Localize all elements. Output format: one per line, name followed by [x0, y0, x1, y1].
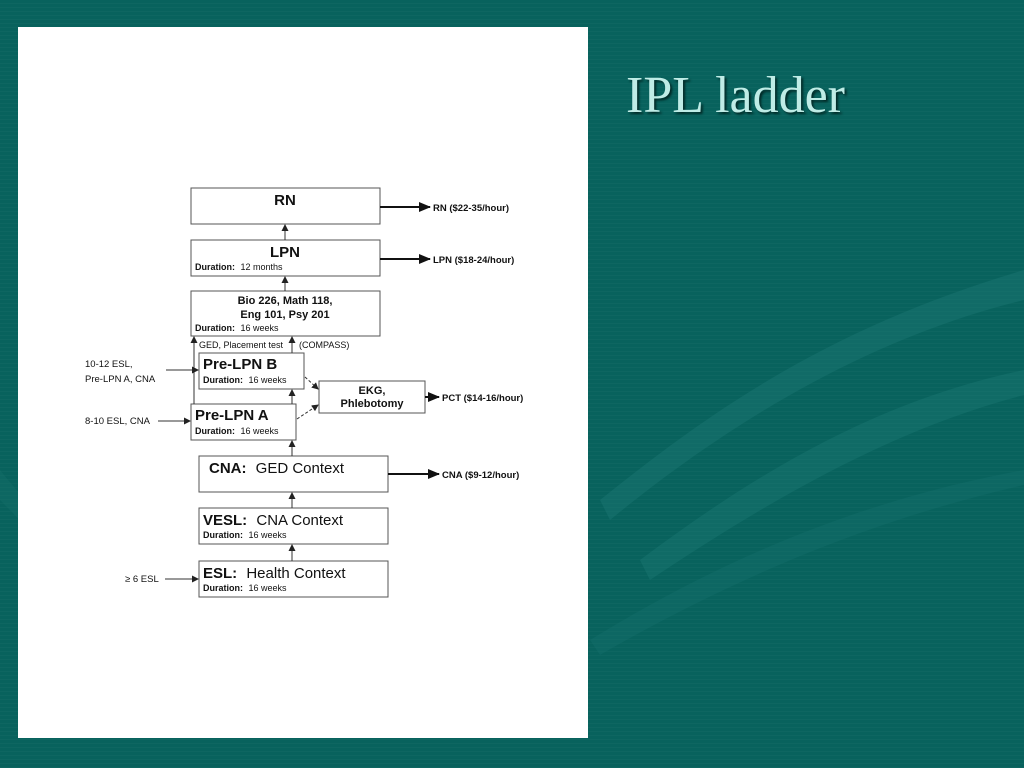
- vesl-duration-value: 16 weeks: [249, 530, 288, 540]
- esl-duration-value: 16 weeks: [249, 583, 288, 593]
- svg-text:VESL: CNA Context: VESL: CNA Context: [203, 512, 344, 529]
- vesl-box: VESL: CNA Context Duration: 16 weeks: [198, 507, 389, 545]
- outcome-cna: CNA ($9-12/hour): [442, 470, 519, 481]
- esl-title-rest: Health Context: [246, 565, 346, 582]
- pre-lpn-b-box: Pre-LPN B Duration: 16 weeks: [198, 352, 305, 390]
- esl-box: ESL: Health Context Duration: 16 weeks: [198, 560, 389, 598]
- outcome-pct: PCT ($14-16/hour): [442, 393, 523, 404]
- entry-pre-lpn-b-line1: 10-12 ESL,: [85, 359, 133, 370]
- pre-lpn-b-duration-label: Duration:: [203, 375, 243, 385]
- pre-lpn-a-title: Pre-LPN A: [195, 407, 269, 424]
- pre-lpn-a-duration-value: 16 weeks: [241, 426, 280, 436]
- svg-text:Duration: 16 weeks: Duration: 16 weeks: [203, 375, 287, 385]
- entry-esl: ≥ 6 ESL: [125, 574, 159, 585]
- esl-duration-label: Duration:: [203, 583, 243, 593]
- slide-title: IPL ladder: [626, 67, 845, 124]
- ekg-dashed-arrows: [296, 376, 319, 420]
- cna-title-bold: CNA:: [209, 460, 247, 477]
- prereq-duration-label: Duration:: [195, 323, 235, 333]
- rn-box-title: RN: [274, 192, 296, 209]
- ipl-ladder-diagram: RN LPN Duration: 12 months Bio 226, Math…: [85, 187, 523, 598]
- entry-points: 10-12 ESL, Pre-LPN A, CNA 8-10 ESL, CNA …: [85, 359, 199, 585]
- svg-text:Duration: 12 months: Duration: 12 months: [195, 262, 283, 272]
- pre-lpn-b-duration-value: 16 weeks: [249, 375, 288, 385]
- prerequisite-courses-box: Bio 226, Math 118, Eng 101, Psy 201 Dura…: [190, 290, 381, 337]
- svg-text:Duration: 16 weeks: Duration: 16 weeks: [203, 530, 287, 540]
- vesl-title-bold: VESL:: [203, 512, 247, 529]
- pre-lpn-b-title: Pre-LPN B: [203, 356, 277, 373]
- svg-text:ESL: Health Context: ESL: Health Context: [203, 565, 346, 582]
- entry-pre-lpn-a: 8-10 ESL, CNA: [85, 416, 151, 427]
- diagram-panel: RN LPN Duration: 12 months Bio 226, Math…: [18, 27, 588, 738]
- pre-lpn-a-duration-label: Duration:: [195, 426, 235, 436]
- cna-box: CNA: GED Context: [198, 455, 389, 493]
- lpn-box-title: LPN: [270, 244, 300, 261]
- outcome-lpn: LPN ($18-24/hour): [433, 255, 514, 266]
- pre-lpn-a-box: Pre-LPN A Duration: 16 weeks: [190, 403, 297, 441]
- prerequisite-courses-line2: Eng 101, Psy 201: [240, 309, 329, 321]
- vesl-duration-label: Duration:: [203, 530, 243, 540]
- outcome-rn: RN ($22-35/hour): [433, 203, 509, 214]
- entry-pre-lpn-b-line2: Pre-LPN A, CNA: [85, 374, 156, 385]
- svg-text:Duration: 16 weeks: Duration: 16 weeks: [195, 426, 279, 436]
- outcome-arrows: [380, 202, 440, 479]
- lpn-duration-value: 12 months: [241, 262, 284, 272]
- prerequisite-courses-line1: Bio 226, Math 118,: [238, 295, 333, 307]
- svg-text:Duration: 16 weeks: Duration: 16 weeks: [203, 583, 287, 593]
- cna-title-rest: GED Context: [256, 460, 345, 477]
- lpn-box: LPN Duration: 12 months: [190, 239, 381, 277]
- svg-text:CNA: GED Context: CNA: GED Context: [209, 460, 345, 477]
- ekg-phlebotomy-box: EKG, Phlebotomy: [318, 380, 426, 414]
- ekg-line1: EKG,: [359, 385, 386, 397]
- svg-text:Duration: 16 weeks: Duration: 16 weeks: [195, 323, 279, 333]
- gate-note-right: (COMPASS): [299, 340, 349, 350]
- vesl-title-rest: CNA Context: [256, 512, 344, 529]
- prereq-duration-value: 16 weeks: [241, 323, 280, 333]
- lpn-duration-label: Duration:: [195, 262, 235, 272]
- esl-title-bold: ESL:: [203, 565, 237, 582]
- gate-note-left: GED, Placement test: [199, 340, 284, 350]
- rn-box: RN: [190, 187, 381, 225]
- ekg-line2: Phlebotomy: [341, 398, 405, 410]
